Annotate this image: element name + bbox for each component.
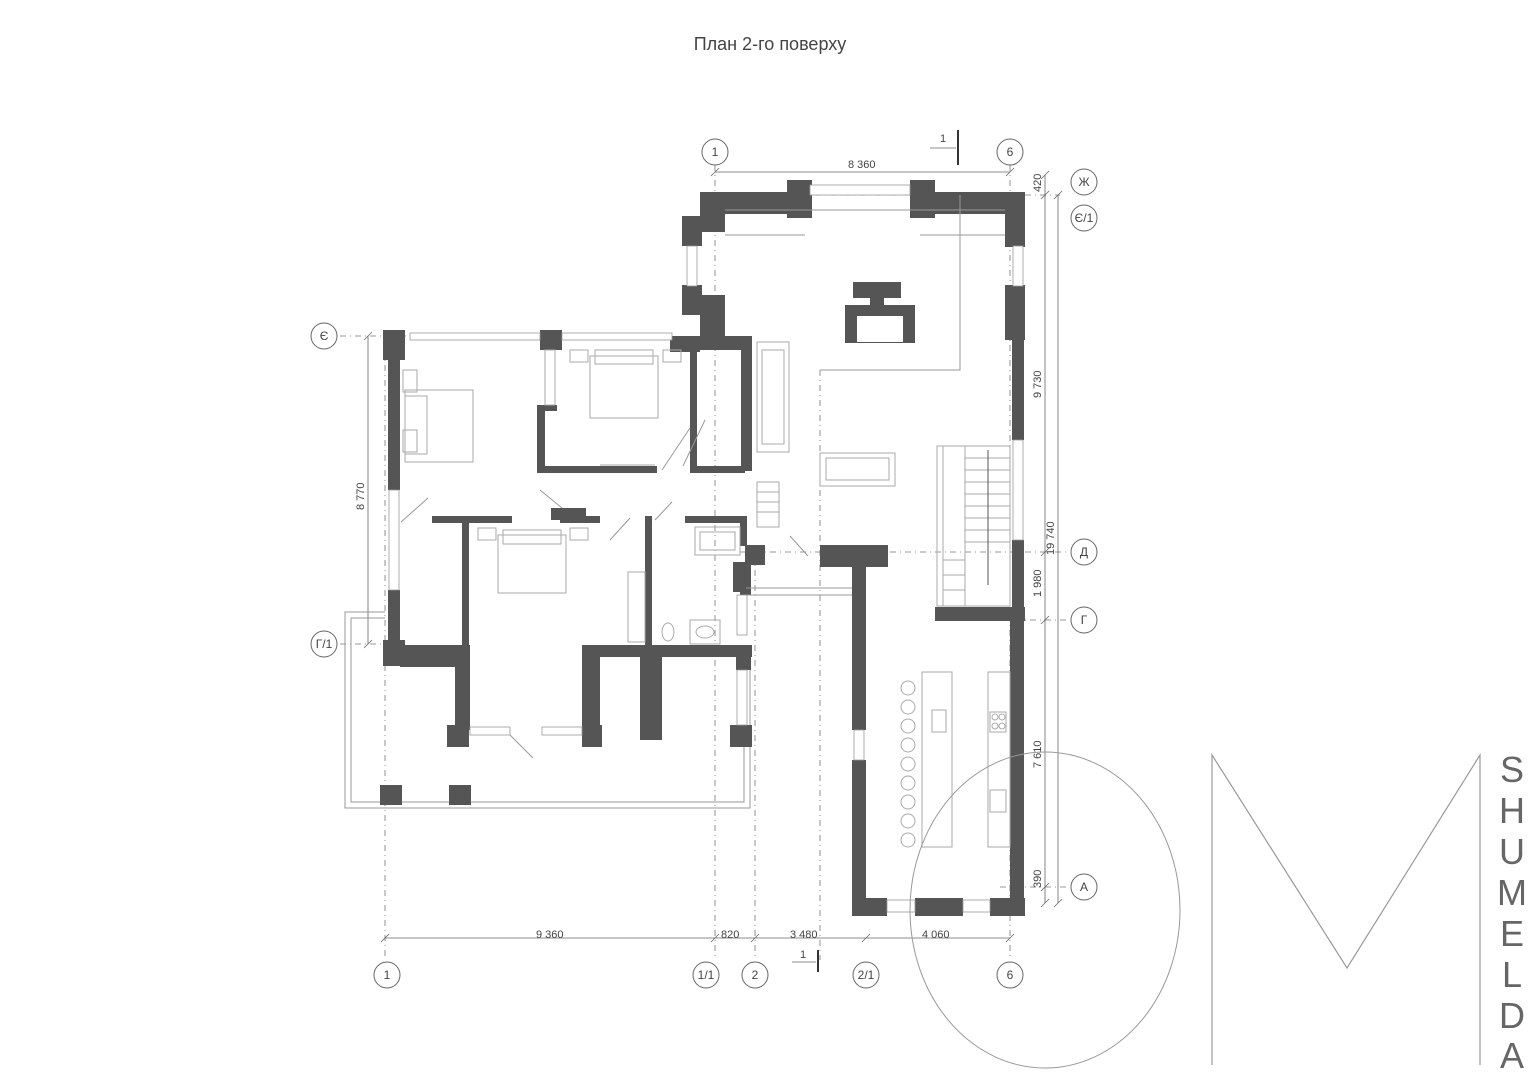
axis-right-d: Д	[1080, 545, 1088, 559]
stair-treads	[943, 457, 1010, 591]
logo-letter-m: M	[1497, 872, 1527, 913]
axis-bottom-2-1: 2/1	[858, 968, 875, 982]
axis-right-a: А	[1080, 880, 1088, 894]
axis-right-ye1: Є/1	[1075, 211, 1094, 225]
walls	[380, 180, 1025, 916]
bottom-dimension: 9 360 820 3 480 4 060	[380, 929, 1015, 943]
axis-top-6: 6	[1007, 145, 1014, 159]
dim-right-3: 19 740	[1045, 521, 1057, 555]
dim-bottom-1: 9 360	[536, 929, 564, 941]
terrace-outline	[344, 611, 751, 809]
right-dimension: 420 9 730 19 740 1 980 7 610 390	[1032, 170, 1063, 908]
dim-bottom-3: 3 480	[790, 929, 818, 941]
logo-m-shape	[1211, 752, 1481, 1065]
bar-stools	[900, 680, 916, 848]
interior-lines	[725, 195, 1005, 371]
axis-left-ye: Є	[320, 329, 329, 343]
dim-right-6: 390	[1032, 870, 1044, 888]
dim-bottom-2: 820	[721, 929, 739, 941]
axis-bottom-2: 2	[752, 968, 759, 982]
axis-right-g: Г	[1081, 613, 1088, 627]
dim-top-width: 8 360	[848, 159, 876, 171]
section-label-top: 1	[940, 133, 946, 145]
axis-bottom-6: 6	[1007, 968, 1014, 982]
section-mark-bottom: 1	[792, 949, 819, 972]
logo-letter-e: E	[1500, 913, 1524, 954]
axis-bottom-1: 1	[384, 968, 391, 982]
logo-letter-l: L	[1502, 954, 1522, 995]
axis-right-zh: Ж	[1078, 175, 1089, 189]
dim-right-4: 1 980	[1032, 569, 1044, 597]
dim-left-height: 8 770	[355, 482, 367, 510]
logo-letter-a: A	[1500, 1035, 1524, 1076]
axis-bottom-1-1: 1/1	[698, 968, 715, 982]
logo-ellipse	[909, 751, 1181, 1069]
logo-letter-u: U	[1499, 831, 1525, 872]
axis-left-g1: Г/1	[316, 637, 333, 651]
page-title: План 2-го поверху	[693, 34, 847, 54]
section-mark-top: 1	[930, 130, 959, 165]
dim-right-2: 9 730	[1032, 370, 1044, 398]
dim-bottom-4: 4 060	[922, 929, 950, 941]
top-dimension: 8 360	[710, 159, 1015, 177]
dim-right-5: 7 610	[1032, 740, 1044, 768]
shumelda-logo: S H U M E L D A	[909, 749, 1527, 1076]
axis-bubbles: 1 6 1 1/1 2 2/1 6 Є Г/1 Ж Є/1 Д Г А	[310, 138, 1098, 989]
left-dimension: 8 770	[355, 331, 373, 649]
door-swings	[400, 419, 852, 759]
logo-letter-h: H	[1499, 790, 1525, 831]
dim-right-1: 420	[1032, 174, 1044, 192]
section-label-bottom: 1	[800, 949, 806, 961]
furniture	[402, 282, 1011, 848]
windows	[388, 184, 1024, 913]
axis-top-1: 1	[712, 145, 719, 159]
logo-letter-d: D	[1499, 995, 1525, 1036]
logo-letter-s: S	[1500, 749, 1524, 790]
